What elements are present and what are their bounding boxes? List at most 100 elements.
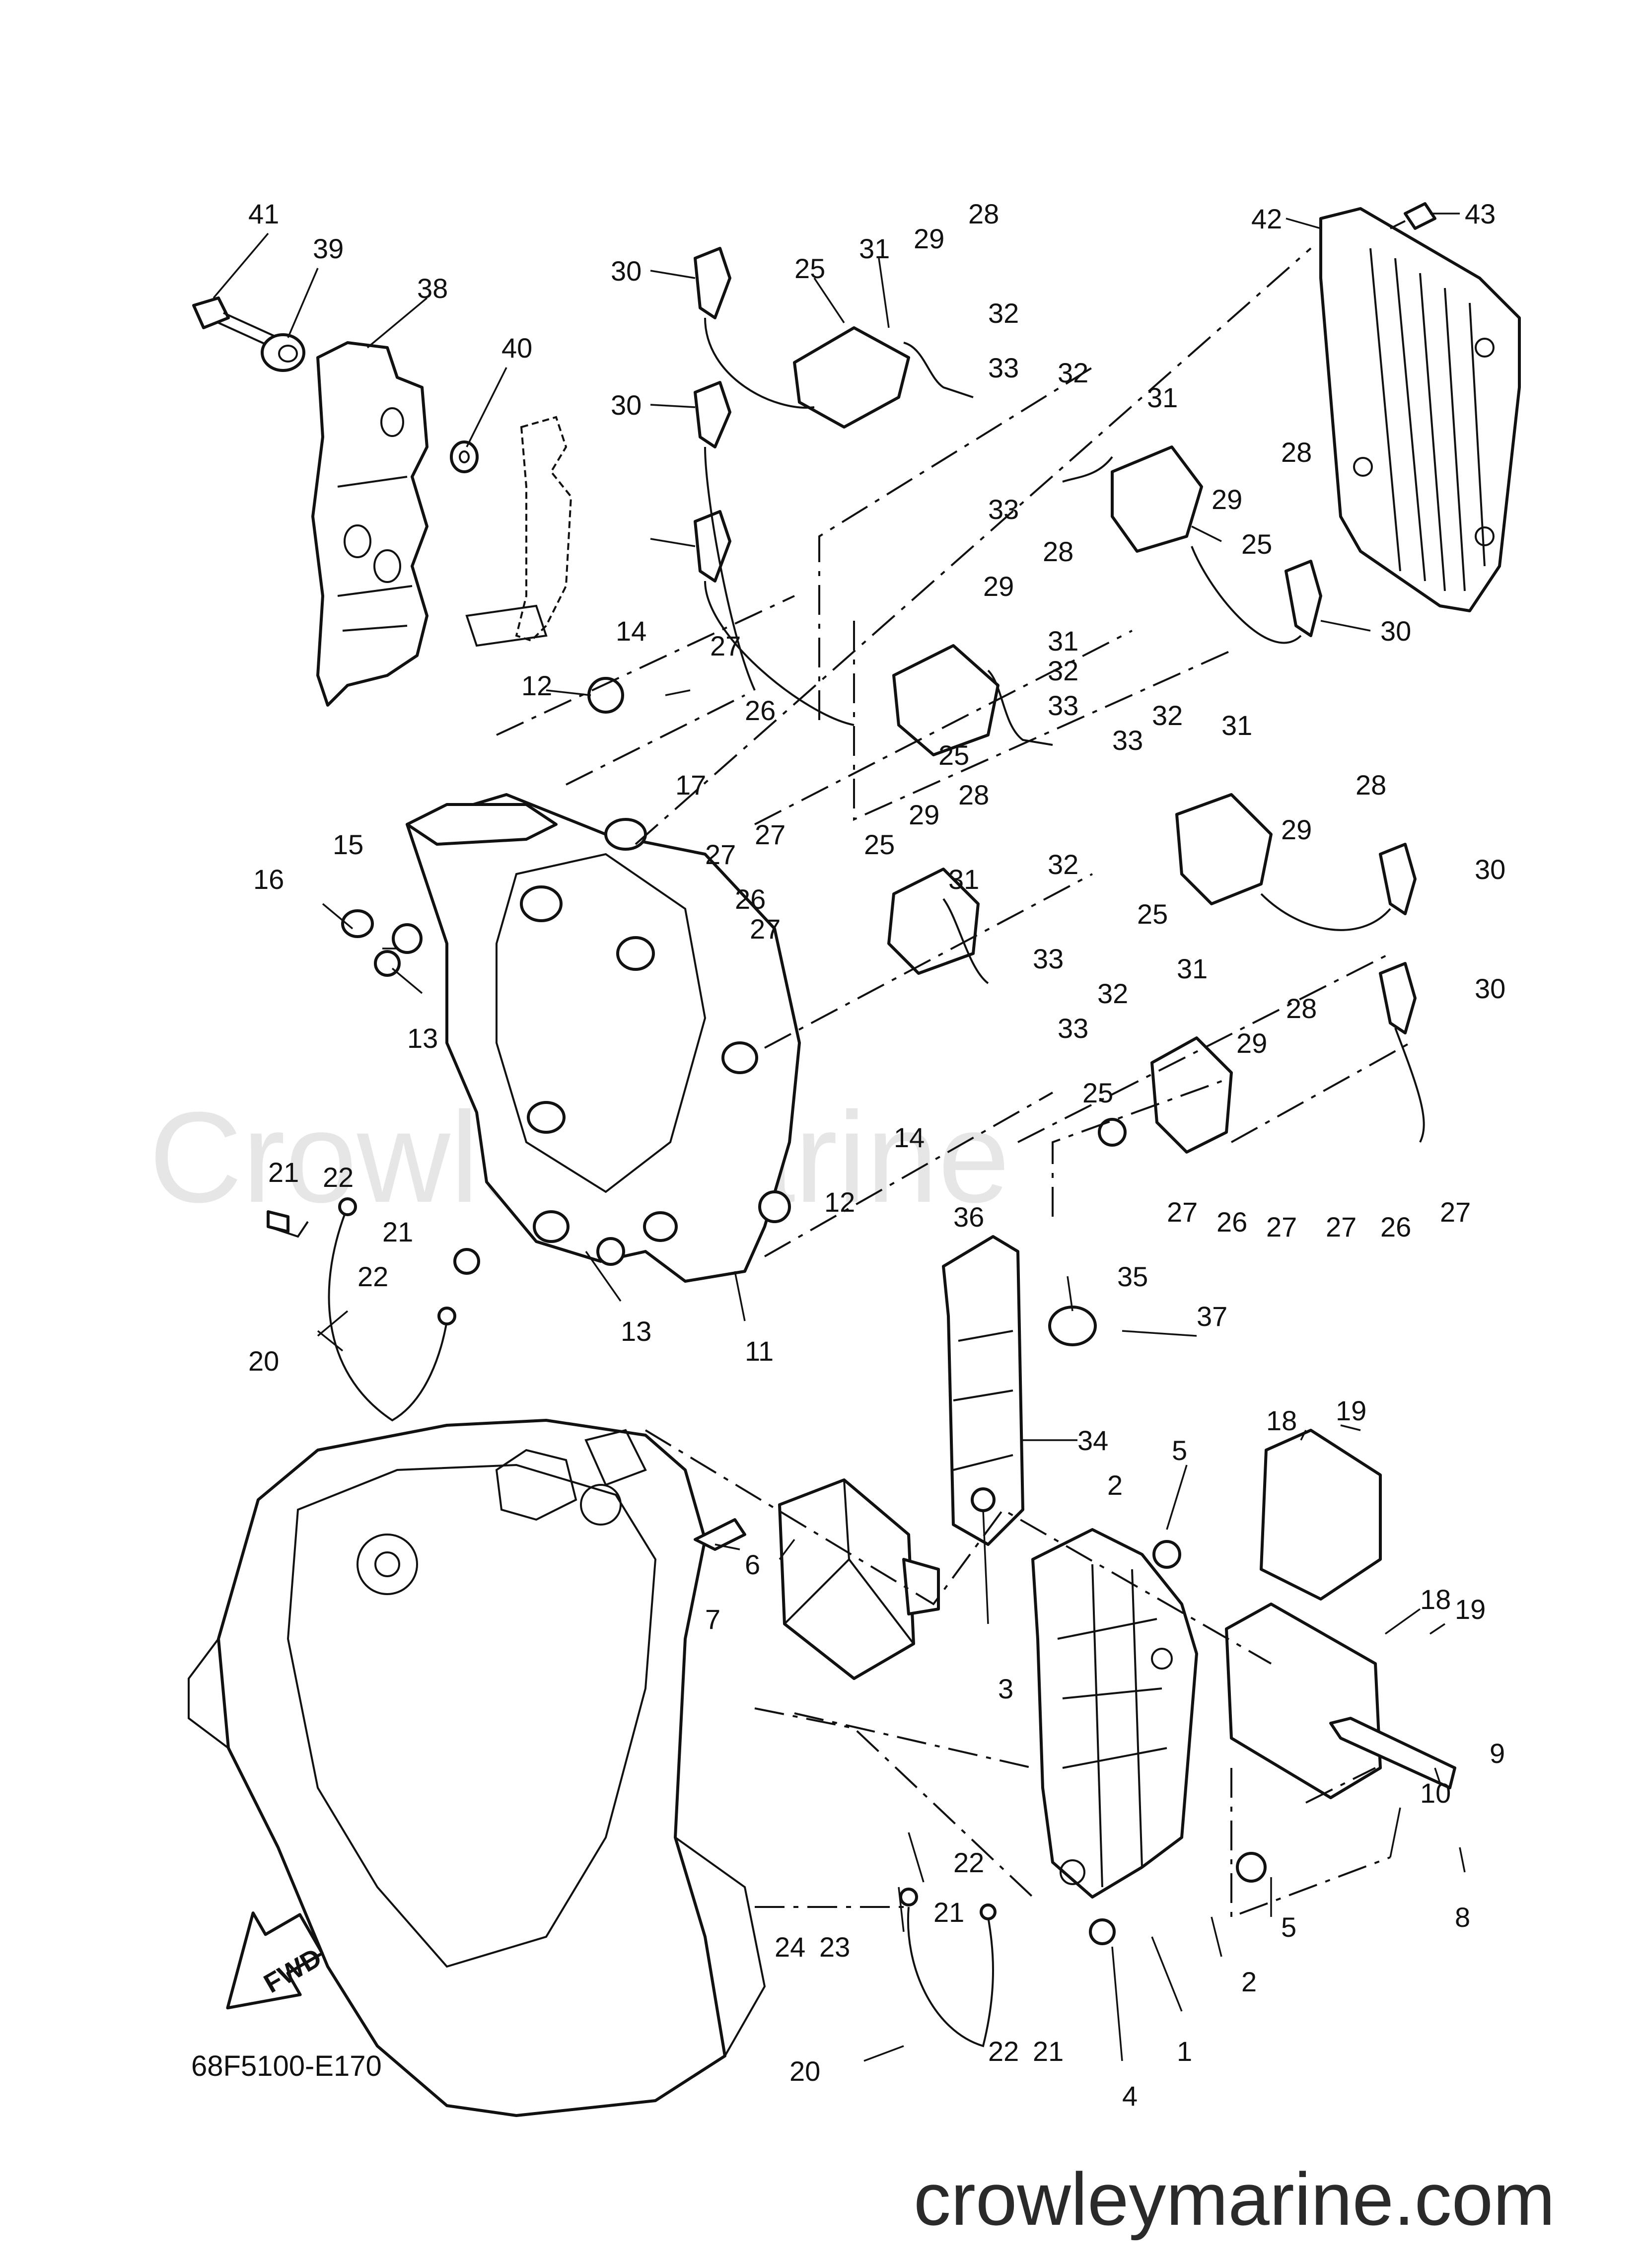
ignition-coil-top [793, 326, 974, 429]
callout-27: 27 [1266, 1211, 1297, 1243]
ecm-6 [778, 1478, 940, 1680]
hv-lead-e [1260, 893, 1391, 931]
callout-25: 25 [1137, 898, 1168, 930]
fwd-arrow-icon: FWD [226, 1911, 327, 2010]
callout-numbers: 41 39 38 40 30 25 31 29 28 42 43 32 33 3… [248, 198, 1505, 2112]
callout-25: 25 [1082, 1077, 1113, 1108]
callout-41: 41 [248, 198, 279, 229]
callout-4: 4 [1122, 2080, 1138, 2112]
callout-26: 26 [745, 695, 776, 726]
callout-26: 26 [735, 883, 766, 915]
callout-38: 38 [417, 273, 448, 304]
callout-22: 22 [988, 2036, 1019, 2067]
callout-31: 31 [1147, 382, 1178, 413]
callout-28: 28 [968, 198, 999, 229]
callout-37: 37 [1197, 1301, 1227, 1332]
callout-32: 32 [1097, 978, 1128, 1009]
callout-25: 25 [864, 829, 895, 860]
ignition-coil-right-2 [1175, 793, 1273, 905]
callout-27: 27 [1326, 1211, 1356, 1243]
callout-11: 11 [745, 1335, 774, 1367]
callout-5: 5 [1281, 1911, 1296, 1943]
drawing-code: 68F5100-E170 [191, 2050, 382, 2082]
callout-28: 28 [1281, 437, 1312, 468]
callout-18: 18 [1420, 1584, 1451, 1615]
callout-28: 28 [1043, 536, 1073, 567]
bolt-41 [192, 296, 279, 349]
callout-33: 33 [1048, 690, 1078, 721]
callout-17: 17 [675, 769, 706, 801]
callout-13: 13 [621, 1316, 651, 1347]
bolt-43 [1390, 202, 1436, 230]
callout-30: 30 [611, 389, 642, 421]
callout-14: 14 [894, 1122, 925, 1153]
cover-42 [1319, 207, 1521, 612]
grommet-39 [261, 333, 305, 372]
callout-13: 13 [407, 1023, 438, 1054]
callout-20: 20 [789, 2055, 820, 2087]
reference-lines [496, 247, 1411, 1918]
callout-14: 14 [616, 615, 646, 647]
callout-32: 32 [988, 297, 1019, 329]
callout-23: 23 [819, 1931, 850, 1963]
lead-20-upper [328, 1197, 456, 1422]
callout-43: 43 [1465, 198, 1496, 229]
callout-28: 28 [958, 779, 989, 810]
callout-18: 18 [1266, 1405, 1297, 1436]
callout-21: 21 [1033, 2036, 1064, 2067]
rectifier-18-lower [1225, 1603, 1382, 1799]
hv-lead-a [704, 317, 815, 409]
callout-28: 28 [1356, 769, 1386, 801]
callout-30: 30 [1380, 615, 1411, 647]
hv-lead-c [704, 581, 855, 726]
callout-20: 20 [248, 1345, 279, 1377]
callout-33: 33 [988, 352, 1019, 383]
callout-22: 22 [953, 1847, 984, 1878]
callout-19: 19 [1336, 1395, 1366, 1426]
callout-16: 16 [253, 864, 284, 895]
callout-32: 32 [1048, 849, 1078, 880]
callout-32: 32 [1058, 357, 1088, 388]
callout-25: 25 [794, 253, 825, 284]
ignition-coil-mid [892, 644, 1053, 756]
holder-bracket-11 [406, 793, 801, 1283]
mounting-bracket-1 [1031, 1528, 1198, 1899]
callout-2: 2 [1107, 1469, 1123, 1501]
callout-25: 25 [938, 739, 969, 771]
washer-40 [450, 440, 479, 473]
hv-lead-b [704, 446, 756, 691]
callout-9: 9 [1490, 1738, 1505, 1769]
plug-cap-30-b [694, 381, 731, 448]
ignition-coil-right-3 [1150, 1036, 1233, 1154]
bracket-40 [465, 416, 572, 647]
callout-27: 27 [1440, 1196, 1471, 1228]
callout-36: 36 [953, 1201, 984, 1233]
callout-26: 26 [1216, 1206, 1247, 1238]
callout-29: 29 [1281, 814, 1312, 845]
plate-34 [942, 1235, 1024, 1546]
callout-21: 21 [382, 1216, 413, 1247]
plug-cap-30-e [1379, 843, 1417, 915]
callout-27: 27 [750, 913, 781, 945]
callout-25: 25 [1241, 528, 1272, 560]
callout-15: 15 [333, 829, 363, 860]
callout-27: 27 [705, 839, 736, 870]
callout-7: 7 [705, 1604, 720, 1635]
callout-26: 26 [1380, 1211, 1411, 1243]
callout-39: 39 [313, 233, 344, 264]
plug-cap-30-f [1379, 962, 1417, 1034]
callout-21: 21 [933, 1897, 964, 1928]
hv-lead-f [1394, 1027, 1425, 1143]
callout-27: 27 [710, 630, 741, 661]
bracket-plate-38 [311, 341, 428, 707]
callout-2: 2 [1241, 1966, 1257, 1997]
callout-30: 30 [611, 255, 642, 287]
callout-21: 21 [268, 1157, 299, 1188]
plug-cap-30-d [1285, 560, 1322, 637]
callout-30: 30 [1475, 973, 1505, 1004]
callout-31: 31 [859, 233, 890, 264]
callout-28: 28 [1286, 993, 1317, 1024]
callout-29: 29 [1212, 484, 1242, 515]
callout-10: 10 [1420, 1777, 1451, 1809]
callout-3: 3 [998, 1673, 1013, 1704]
